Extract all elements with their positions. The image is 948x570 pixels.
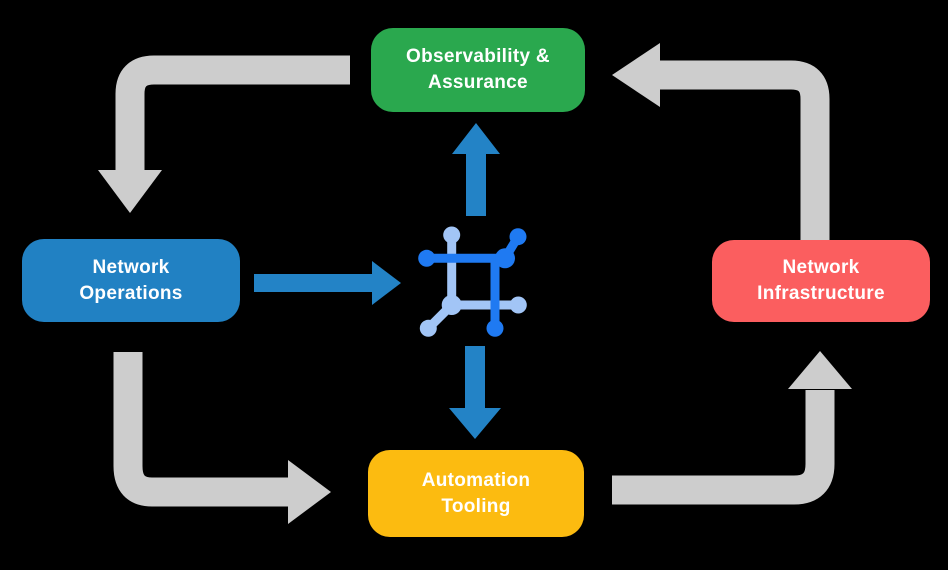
node-network-infrastructure: Network Infrastructure	[712, 240, 930, 322]
node-operations-label: Network Operations	[79, 256, 183, 304]
cycle-arrow-tooling-to-infrastructure	[612, 351, 852, 505]
arrowhead-right-icon	[372, 261, 401, 305]
node-network-operations: Network Operations	[22, 239, 240, 322]
cycle-arrow-operations-to-tooling	[113, 352, 331, 524]
link-arrow-center-to-tooling	[449, 346, 501, 439]
cycle-arrow-infrastructure-to-observability	[612, 43, 830, 240]
arrowhead-down-icon	[98, 170, 162, 213]
node-observability-assurance: Observability & Assurance	[371, 28, 585, 112]
link-arrow-center-to-observability	[452, 123, 500, 216]
node-observability-label: Observability & Assurance	[406, 46, 550, 93]
network-topology-icon	[418, 226, 527, 337]
node-automation-tooling: Automation Tooling	[368, 450, 584, 537]
network-topology-icon-dark-part	[418, 228, 527, 337]
arrowhead-right-icon	[288, 460, 331, 524]
network-topology-icon-light-part	[419, 226, 527, 337]
arrowhead-up-icon	[452, 123, 500, 154]
arrowhead-up-icon	[788, 351, 852, 389]
arrowhead-left-icon	[612, 43, 660, 107]
node-infrastructure-label: Network Infrastructure	[757, 257, 885, 304]
cycle-arrow-observability-to-operations	[98, 55, 350, 213]
link-arrow-operations-to-center	[254, 261, 401, 305]
arrowhead-down-icon	[449, 408, 501, 439]
node-tooling-label: Automation Tooling	[421, 469, 531, 517]
